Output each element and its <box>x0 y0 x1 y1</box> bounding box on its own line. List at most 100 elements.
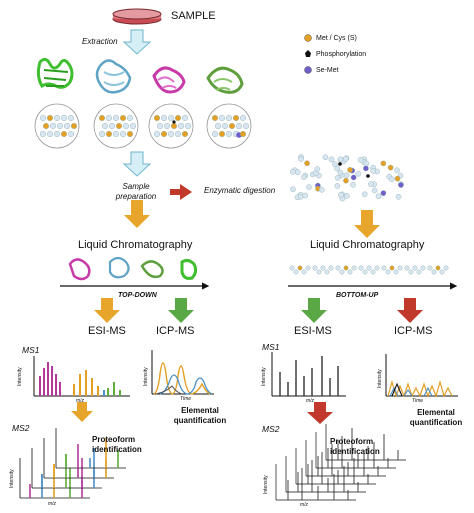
legend-se-met: Se-Met <box>316 67 339 74</box>
peptide-bead <box>301 269 307 275</box>
right-ms2-spectra <box>275 424 406 501</box>
lc-proteins-top-down <box>68 256 198 281</box>
peptide-bead <box>119 130 126 137</box>
peptide-bead <box>63 122 70 129</box>
peptide-bead <box>412 265 418 271</box>
peptide-bead <box>214 122 221 129</box>
peptide-bead <box>385 269 391 275</box>
peptide-bead <box>334 175 341 181</box>
peptide-bead <box>370 269 376 275</box>
peptide-bead <box>443 265 449 271</box>
peptide-bead <box>306 184 312 190</box>
left-icp-xlabel: Time <box>180 396 192 402</box>
legend-phosphorylation: Phosphorylation <box>316 51 367 58</box>
peptide-bead <box>57 122 64 129</box>
peptide-bead <box>338 192 344 198</box>
left-proteoform-2: identification <box>92 445 142 454</box>
peptide-bead <box>122 122 129 129</box>
peptide-bead <box>375 193 382 200</box>
protein-structure-olive-icon <box>206 66 244 94</box>
peptide-bead <box>404 265 410 271</box>
right-icp-xlabel: Time <box>412 398 424 404</box>
left-ms2-spectra <box>19 428 126 499</box>
red-arrow-ms2-right <box>307 402 333 424</box>
peptide-bead <box>232 114 239 121</box>
peptide-bead <box>153 130 160 137</box>
peptide-bead <box>380 190 387 196</box>
peptide-bead <box>242 122 249 129</box>
right-elemental-2: quantification <box>409 418 463 427</box>
peptide-bead <box>293 269 299 275</box>
peptide-bead <box>221 122 228 129</box>
down-arrow-sample-prep <box>122 151 152 177</box>
peptide-bead <box>347 269 353 275</box>
left-ms2-ylabel: Intensity <box>9 469 15 488</box>
peptide-bead <box>70 122 77 129</box>
peptide-bead <box>312 265 318 271</box>
peptide-bead <box>398 182 404 188</box>
right-icp-ylabel: Intensity <box>377 369 383 388</box>
gold-arrow-right-lc <box>354 210 380 238</box>
peptide-bead <box>112 114 119 121</box>
right-ms2-label: MS2 <box>262 424 280 434</box>
peptide-bead <box>439 269 445 275</box>
right-esi-label: ESI-MS <box>294 325 332 337</box>
peptide-bead <box>331 161 338 167</box>
peptide-bead <box>408 269 414 275</box>
left-icp-ylabel: Intensity <box>143 367 149 386</box>
peptide-bead <box>358 265 364 271</box>
peptide-bead <box>416 269 422 275</box>
legend-met-cys: Met / Cys (S) <box>316 35 357 42</box>
peptide-bead <box>355 170 362 177</box>
right-proteoform-1: Proteoform <box>330 437 374 446</box>
peptide-bead <box>61 130 68 137</box>
peptide-bead <box>119 114 126 121</box>
sample-prep-label-1: Sample <box>122 182 150 191</box>
peptide-bead <box>302 192 309 199</box>
left-ms2-xlabel: m/z <box>48 501 57 507</box>
peptide-bead <box>54 114 61 121</box>
peptide-bead <box>431 269 437 275</box>
peptide-bead <box>163 122 170 129</box>
peptide-bead <box>328 265 334 271</box>
peptide-bead <box>181 114 188 121</box>
peptide-bead <box>347 167 353 173</box>
peptide-bead <box>370 168 377 174</box>
green-arrow-esi-right <box>301 298 327 323</box>
peptide-bead <box>435 265 441 271</box>
peptide-bead <box>61 114 68 121</box>
peptide-bead <box>174 130 181 137</box>
peptide-bead <box>320 265 326 271</box>
peptide-bead <box>47 130 54 137</box>
red-arrow-digestion <box>170 184 192 200</box>
peptide-bead <box>289 265 295 271</box>
peptide-bead <box>47 114 54 121</box>
peptide-bead <box>351 265 357 271</box>
right-ms1-xlabel: m/z <box>306 398 315 404</box>
peptide-bead <box>318 186 325 193</box>
peptide-bead <box>101 122 108 129</box>
peptide-bead <box>324 269 330 275</box>
peptide-bead <box>225 130 232 137</box>
gold-arrow-esi-left <box>94 298 120 323</box>
enzymatic-digestion-label: Enzymatic digestion <box>204 186 276 195</box>
peptide-bead <box>343 177 349 184</box>
peptide-bead <box>393 269 399 275</box>
petri-dish-icon <box>112 8 162 25</box>
phosphorylation-marker <box>366 174 370 178</box>
peptide-bead <box>211 114 218 121</box>
green-arrow-icp-left <box>168 298 194 323</box>
digested-peptides-cluster <box>289 154 404 202</box>
peptide-bead <box>160 114 167 121</box>
bottom-up-label: BOTTOM-UP <box>336 292 379 299</box>
peptide-bead <box>395 193 402 200</box>
peptide-bead <box>397 265 403 271</box>
right-ms1-ylabel: Intensity <box>261 367 267 386</box>
peptide-bead <box>129 122 136 129</box>
peptide-bead <box>153 114 160 121</box>
peptide-bead <box>371 187 378 194</box>
peptide-bead <box>387 164 394 171</box>
peptide-bead <box>350 174 357 181</box>
right-ms1-spectrum <box>271 352 346 397</box>
